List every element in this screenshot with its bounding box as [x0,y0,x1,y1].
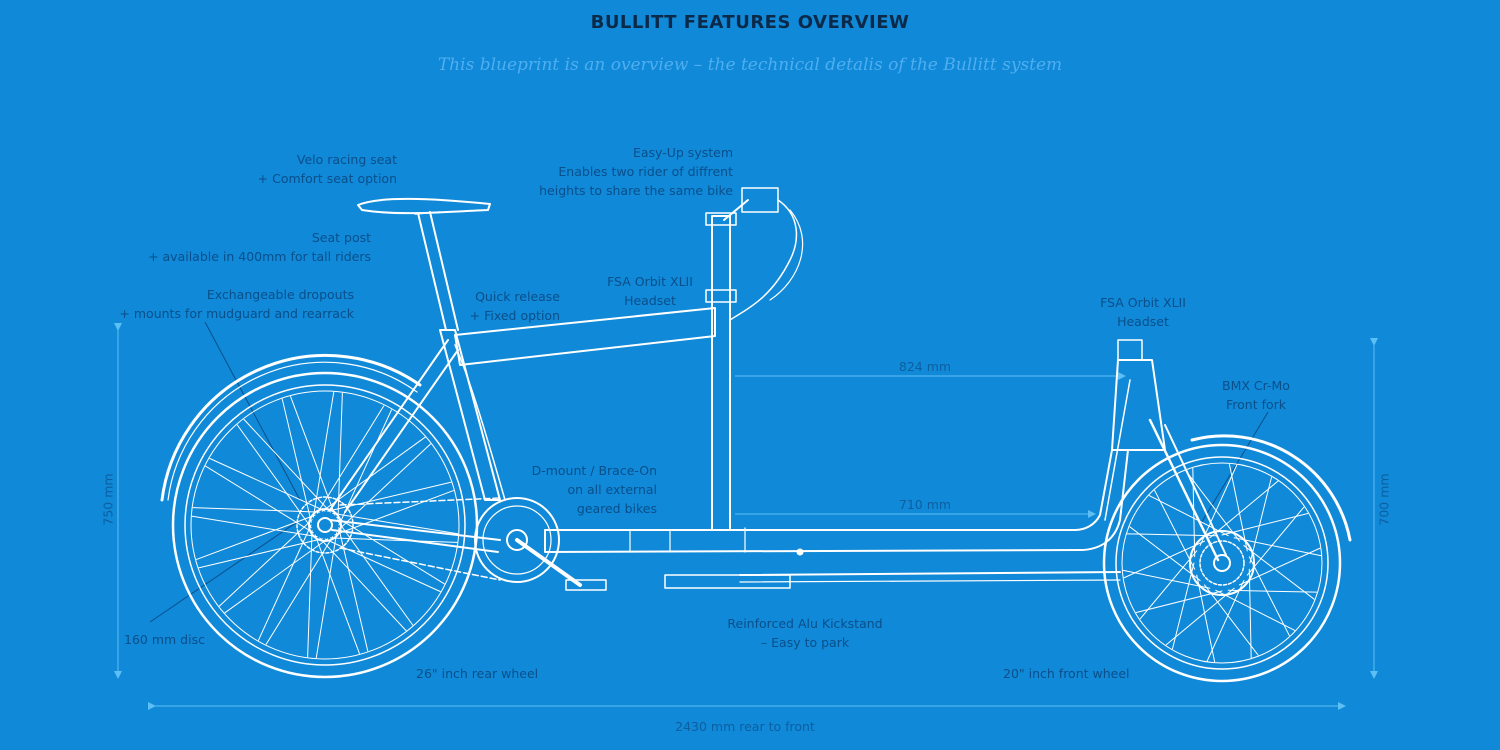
spoke [265,536,334,645]
spoke [1206,579,1245,662]
spoke [243,418,331,513]
spoke [1126,533,1217,537]
spoke [1238,547,1321,586]
spoke [1228,463,1248,552]
spoke [1233,537,1322,557]
spoke [1243,545,1315,600]
spoke [307,529,313,658]
spoke [314,534,360,654]
label-kickstand: Reinforced Alu Kickstand– Easy to park [727,616,883,650]
spoke [1221,513,1309,536]
spoke [1123,540,1206,579]
spoke [334,490,454,536]
spoke [218,519,313,607]
spoke [198,538,323,569]
spoke [209,458,326,512]
dim-label-824: 824 mm [898,359,952,374]
spoke [332,512,459,535]
spoke [1122,569,1211,589]
dim-label-750: 750 mm [100,473,116,526]
dim-label-2430: 2430 mm rear to front [675,719,815,734]
spoke [1129,526,1201,581]
spoke [192,507,321,513]
spoke [1246,506,1305,576]
spoke [1227,589,1318,593]
spoke [281,398,312,523]
spoke [312,391,335,518]
spoke [1199,464,1238,547]
spoke [338,409,392,526]
spoke [1215,589,1296,631]
spoke [205,465,314,534]
spoke [1165,587,1235,646]
label-seatpost: Seat post+ available in 400mm for tall r… [148,230,371,264]
spoke [338,527,369,652]
label-dropouts: Exchangeable dropouts+ mounts for mudgua… [119,287,354,321]
spoke [1248,568,1252,659]
spoke [236,424,312,529]
spoke [1209,480,1279,539]
spoke [1135,590,1223,613]
chainring [474,497,607,591]
front-wheel [1102,443,1342,683]
spoke [337,443,432,531]
dim-label-700: 700 mm [1376,473,1392,526]
label-front-wheel: 20" inch front wheel [1003,666,1130,681]
page-title: BULLITT FEATURES OVERVIEW [590,12,910,33]
spoke [329,537,458,543]
spoke [1172,562,1195,650]
spoke [1204,584,1259,656]
spoke [319,537,407,632]
dim-label-710: 710 mm [898,497,952,512]
spoke [338,521,414,626]
spoke [321,436,426,512]
spoke [196,514,316,560]
spoke [1196,574,1216,663]
front-mudguard [1190,434,1352,542]
spoke [258,524,312,641]
spoke [1139,550,1198,620]
spoke [1249,476,1272,564]
spoke [290,396,336,516]
spoke [324,538,441,592]
spoke [316,405,385,514]
seat [357,197,491,215]
spoke [1248,556,1290,637]
label-seat: Velo racing seat+ Comfort seat option [257,152,397,186]
spoke [315,532,338,659]
spoke [191,515,318,538]
leader-lines [149,321,1269,623]
dimension-lines [114,323,1378,710]
label-quickrelease: Quick release+ Fixed option [469,289,560,323]
label-rear-wheel: 26" inch rear wheel [416,666,539,681]
spoke [224,538,329,614]
spoke [1154,489,1196,570]
label-disc: 160 mm disc [124,632,205,647]
spoke [1148,495,1229,537]
spoke [1185,470,1240,542]
rear-wheel [171,371,479,679]
page-subtitle: This blueprint is an overview – the tech… [437,55,1063,75]
rear-mudguard [160,353,422,502]
spoke [336,516,445,585]
